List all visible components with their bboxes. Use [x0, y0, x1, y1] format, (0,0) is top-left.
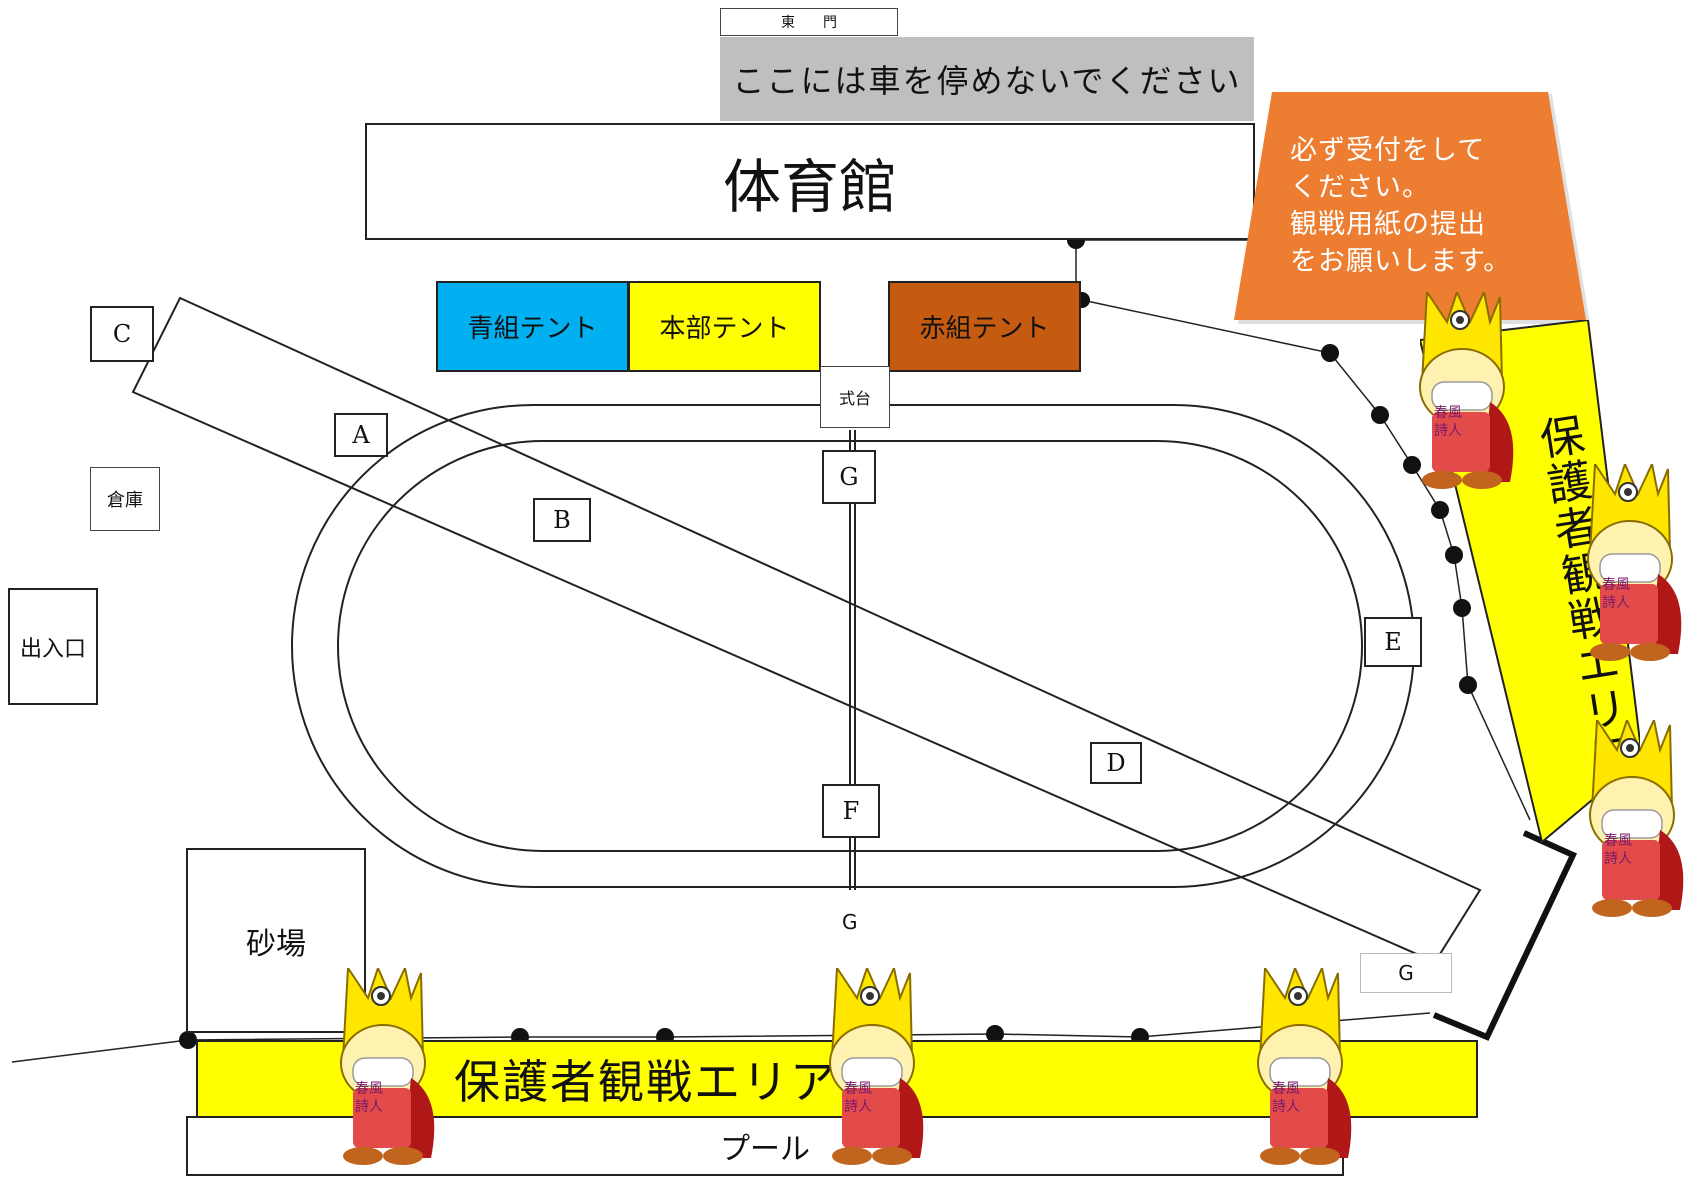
mascot-text: 春風詩人 [1604, 832, 1632, 868]
guardian-area-bottom-label: 保護者観戦エリア [454, 1055, 838, 1109]
mascot-text: 春風詩人 [1272, 1080, 1300, 1116]
mascot-char-4: 人 [1618, 851, 1632, 867]
mascot-icon [1587, 463, 1683, 662]
boundary-thick [1432, 830, 1578, 1041]
marker-e-label: E [1384, 628, 1402, 656]
storage-shed: 倉庫 [90, 467, 160, 531]
mascot-char-4: 人 [858, 1099, 872, 1115]
mascot-char-4: 人 [1616, 595, 1630, 611]
no-parking-zone: ここには車を停めないでください [720, 37, 1254, 121]
marker-g-top-label: G [839, 463, 859, 491]
marker-g-bottom-label: G [1398, 961, 1414, 985]
reception-notice: 必ず受付をして ください。 観戦用紙の提出 をお願いします。 [1290, 132, 1550, 280]
mascot-char-2: 風 [1616, 577, 1630, 593]
mascot-char-3: 詩 [844, 1099, 858, 1115]
mascot-char-3: 詩 [1602, 595, 1616, 611]
mascot-bottom-2: 春風詩人 [822, 967, 932, 1168]
pool-label: プール [720, 1132, 810, 1167]
marker-g-mid: G [842, 910, 858, 934]
marker-a-label: A [352, 421, 370, 449]
east-gate-label: 東 門 [781, 15, 837, 31]
mascot-text: 春風詩人 [1434, 404, 1462, 440]
mascot-right-3: 春風詩人 [1582, 719, 1692, 920]
mascot-char-1: 春 [1602, 577, 1616, 593]
marker-c-label: C [112, 320, 132, 348]
mascot-char-2: 風 [369, 1081, 383, 1097]
marker-b: B [533, 498, 591, 542]
marker-g-top: G [822, 450, 876, 504]
sandpit: 砂場 [186, 848, 366, 1033]
mascot-char-2: 風 [858, 1081, 872, 1097]
mascot-icon [829, 967, 925, 1166]
blue-tent-label: 青組テント [467, 314, 598, 344]
reception-notice-shape [1234, 92, 1590, 324]
mascot-char-4: 人 [1448, 423, 1462, 439]
marker-d: D [1090, 742, 1142, 784]
hq-tent-label: 本部テント [659, 314, 790, 344]
mascot-right-2: 春風詩人 [1580, 463, 1690, 664]
marker-c: C [90, 306, 154, 362]
podium: 式台 [820, 366, 890, 428]
marker-f: F [822, 784, 880, 838]
entrance: 出入口 [8, 588, 98, 705]
no-parking-label: ここには車を停めないでください [732, 62, 1242, 100]
blue-team-tent: 青組テント [436, 281, 629, 372]
gym-label: 体育館 [722, 152, 897, 221]
mascot-char-1: 春 [844, 1081, 858, 1097]
mascot-icon [340, 967, 436, 1166]
mascot-icon [1419, 291, 1515, 490]
mascot-char-1: 春 [1604, 833, 1618, 849]
mascot-char-3: 詩 [1434, 423, 1448, 439]
mascot-icon [1589, 719, 1685, 918]
mascot-icon [1257, 967, 1353, 1166]
mascot-char-1: 春 [1272, 1081, 1286, 1097]
east-gate: 東 門 [720, 8, 898, 36]
mascot-char-2: 風 [1618, 833, 1632, 849]
podium-label: 式台 [838, 389, 871, 408]
rope-posts [179, 231, 1477, 1049]
storage-label: 倉庫 [107, 490, 143, 511]
gymnasium: 体育館 [365, 123, 1255, 240]
notice-line-3: 観戦用紙の提出 [1290, 209, 1486, 240]
marker-g-mid-label: G [842, 910, 858, 934]
hq-tent: 本部テント [628, 281, 821, 372]
notice-line-4: をお願いします。 [1290, 246, 1512, 277]
sandpit-label: 砂場 [246, 926, 306, 962]
mascot-char-2: 風 [1286, 1081, 1300, 1097]
mascot-char-3: 詩 [1604, 851, 1618, 867]
marker-f-label: F [842, 797, 860, 825]
mascot-char-2: 風 [1448, 405, 1462, 421]
mascot-char-3: 詩 [355, 1099, 369, 1115]
notice-line-2: ください。 [1290, 172, 1430, 203]
marker-a: A [334, 413, 388, 457]
mascot-bottom-1: 春風詩人 [333, 967, 443, 1168]
mascot-char-1: 春 [355, 1081, 369, 1097]
mascot-char-4: 人 [1286, 1099, 1300, 1115]
mascot-text: 春風詩人 [1602, 576, 1630, 612]
mascot-bottom-3: 春風詩人 [1250, 967, 1360, 1168]
marker-e: E [1364, 617, 1422, 667]
marker-d-label: D [1106, 749, 1126, 777]
mascot-text: 春風詩人 [355, 1080, 383, 1116]
mascot-right-1: 春風詩人 [1412, 291, 1522, 492]
marker-b-label: B [553, 506, 571, 534]
mascot-text: 春風詩人 [844, 1080, 872, 1116]
mascot-char-3: 詩 [1272, 1099, 1286, 1115]
red-tent-label: 赤組テント [919, 314, 1050, 344]
mascot-char-1: 春 [1434, 405, 1448, 421]
entrance-label: 出入口 [19, 636, 86, 662]
red-team-tent: 赤組テント [888, 281, 1081, 372]
mascot-char-4: 人 [369, 1099, 383, 1115]
notice-line-1: 必ず受付をして [1290, 135, 1486, 166]
marker-g-bottom: G [1360, 953, 1452, 993]
